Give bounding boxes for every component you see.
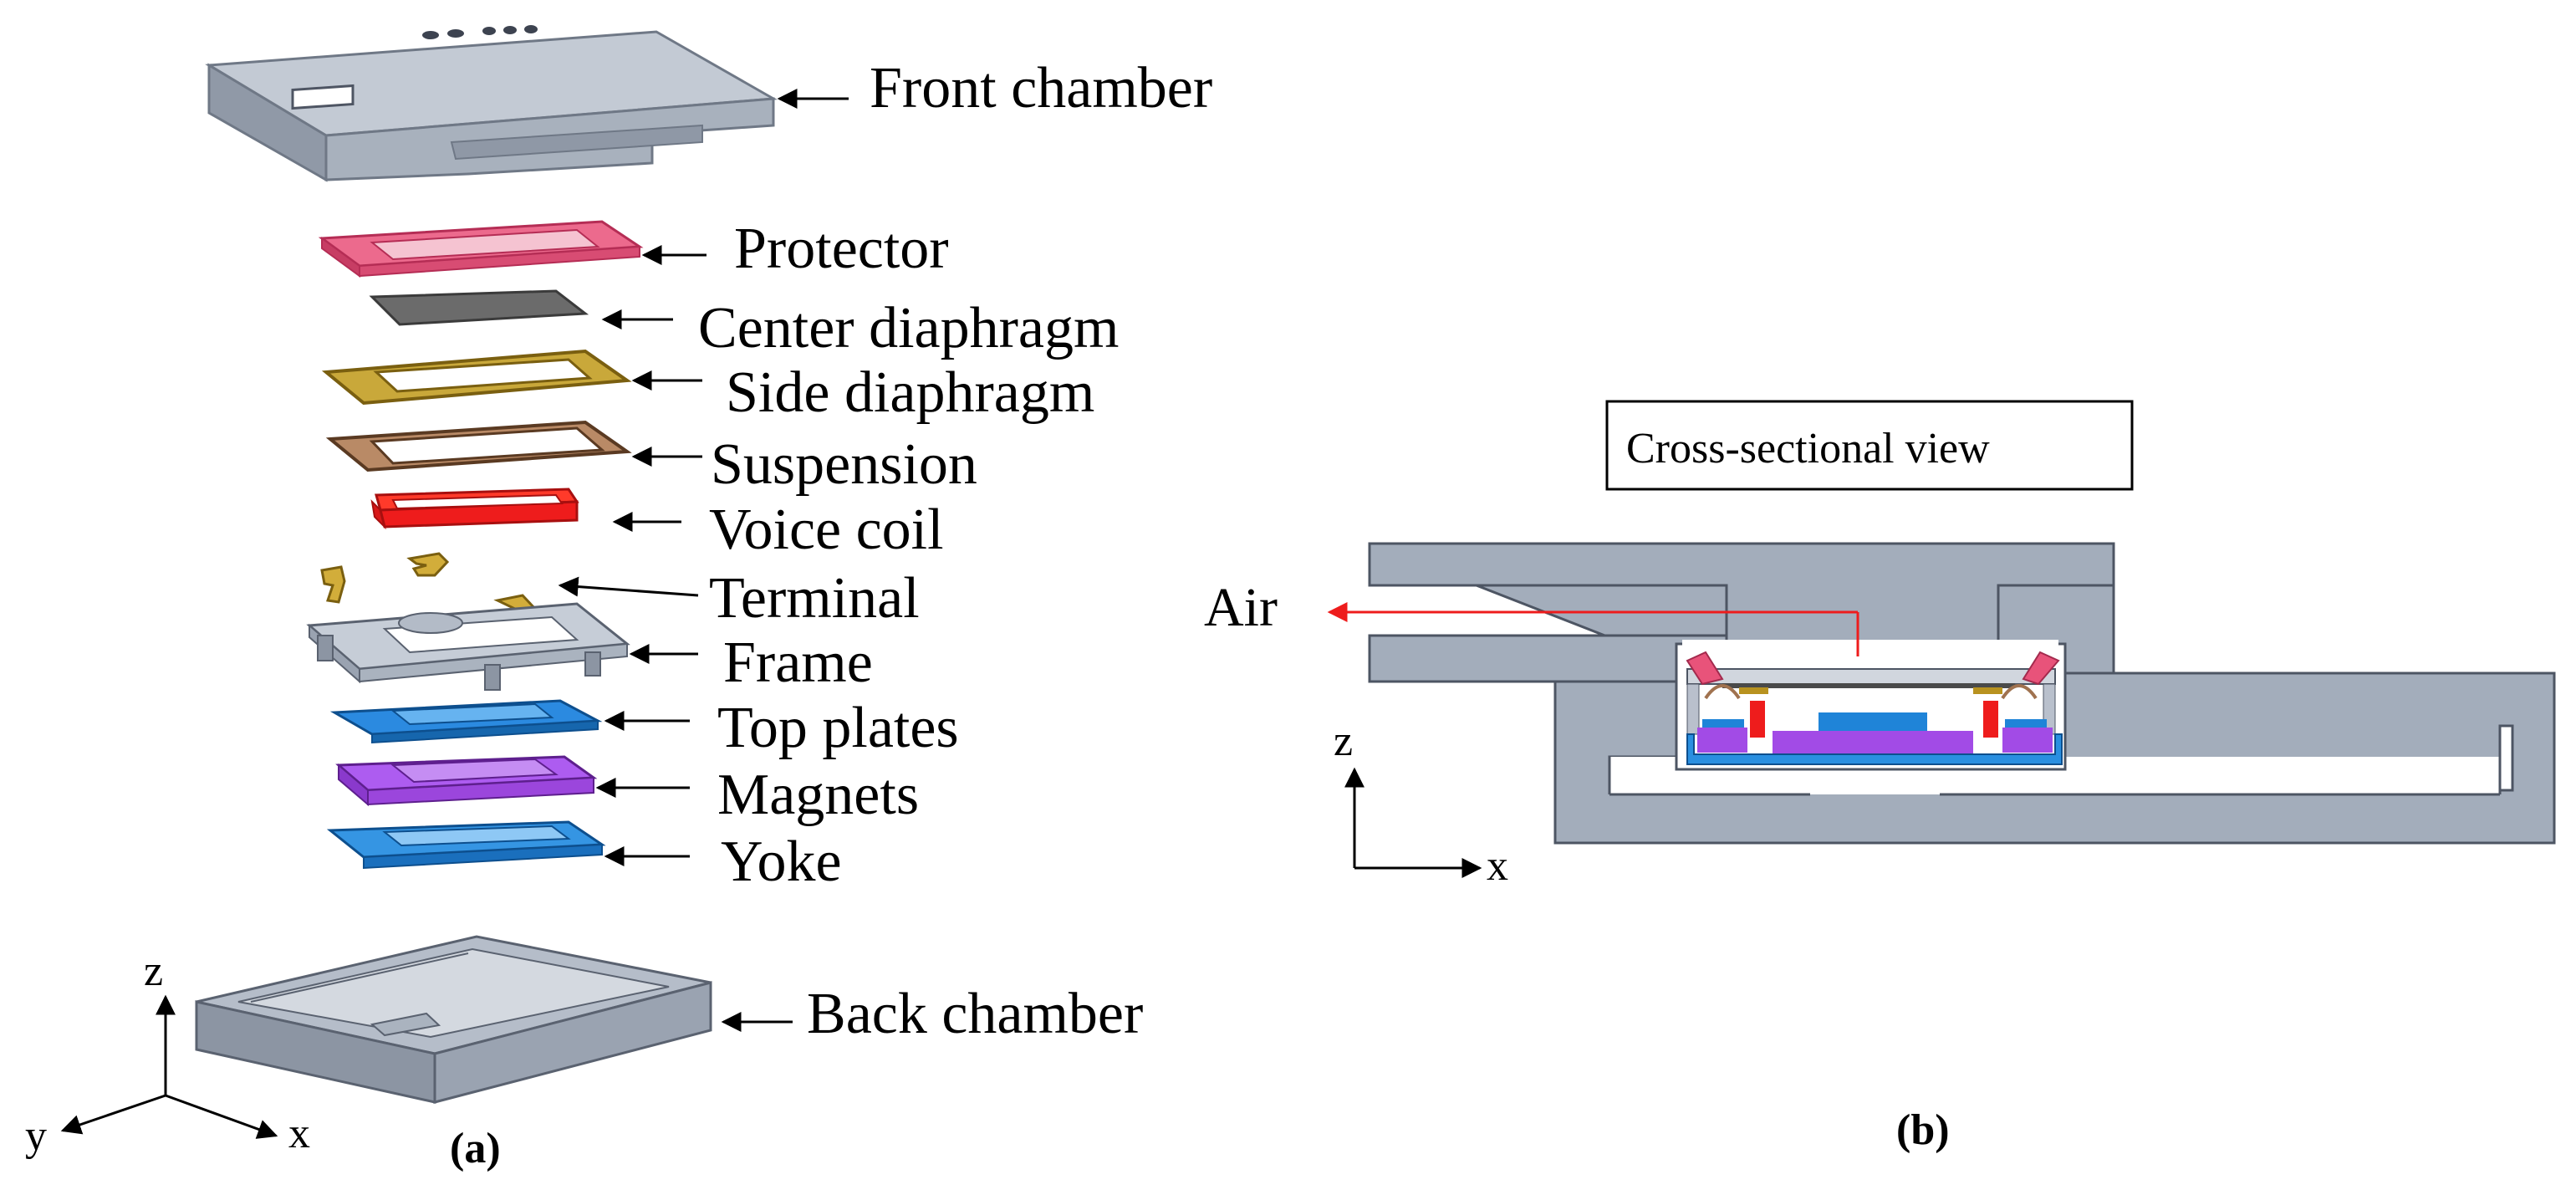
magnets-part bbox=[335, 755, 598, 807]
axis-x-3d bbox=[165, 1094, 278, 1139]
section-top-plate-right bbox=[2005, 719, 2047, 728]
label-front-chamber: Front chamber bbox=[870, 56, 1212, 120]
axis-z-2d-label: z bbox=[1334, 717, 1353, 765]
section-voice-coil-left bbox=[1750, 701, 1765, 738]
side-diaphragm-part bbox=[321, 349, 632, 406]
label-suspension: Suspension bbox=[711, 432, 977, 497]
top-plates-part bbox=[329, 699, 603, 744]
label-protector: Protector bbox=[734, 217, 949, 281]
label-center-diaphragm: Center diaphragm bbox=[698, 296, 1119, 360]
exploded-axes bbox=[60, 994, 278, 1139]
section-protector-left bbox=[1686, 651, 1724, 686]
section-top-plate-center bbox=[1819, 712, 1927, 731]
label-frame: Frame bbox=[723, 631, 873, 695]
section-magnet-right bbox=[2002, 728, 2053, 753]
axis-x-2d-label: x bbox=[1487, 842, 1508, 890]
axis-y-3d bbox=[60, 1094, 166, 1135]
label-magnets: Magnets bbox=[717, 763, 919, 827]
axis-x-3d-label: x bbox=[288, 1110, 310, 1157]
protector-part bbox=[318, 220, 644, 278]
label-terminal: Terminal bbox=[709, 566, 920, 631]
air-path bbox=[1327, 602, 1859, 656]
section-voice-coil-right bbox=[1983, 701, 1998, 738]
air-label: Air bbox=[1204, 577, 1278, 638]
section-suspension-left bbox=[1704, 684, 1741, 700]
yoke-part bbox=[326, 820, 606, 870]
section-frame-left-wall bbox=[1686, 683, 1700, 735]
leader-terminal bbox=[558, 576, 699, 597]
label-side-diaphragm: Side diaphragm bbox=[726, 360, 1094, 425]
back-chamber-part bbox=[195, 935, 712, 1104]
label-voice-coil: Voice coil bbox=[709, 498, 944, 562]
label-yoke: Yoke bbox=[721, 830, 842, 894]
section-side-diaphragm-left bbox=[1739, 687, 1768, 694]
exploded-view-panel: Front chamber Protector Center diaphragm… bbox=[25, 25, 1212, 1172]
cross-section-title: Cross-sectional view bbox=[1626, 425, 1990, 472]
exploded-leader-arrows bbox=[558, 89, 849, 1032]
section-yoke bbox=[1686, 733, 2063, 765]
panel-label-a: (a) bbox=[450, 1125, 501, 1172]
label-back-chamber: Back chamber bbox=[807, 982, 1143, 1046]
axis-y-3d-label: y bbox=[25, 1112, 47, 1160]
front-chamber-holes bbox=[422, 25, 538, 39]
section-magnet-center bbox=[1773, 731, 1973, 754]
label-top-plates: Top plates bbox=[717, 696, 959, 760]
speaker-unit-section bbox=[1686, 651, 2063, 765]
voice-coil-part bbox=[370, 488, 579, 530]
axis-z-3d-label: z bbox=[144, 947, 163, 995]
cross-section-panel: Cross-sectional view bbox=[1204, 400, 2556, 1154]
frame-part bbox=[306, 602, 630, 691]
section-suspension-right bbox=[2001, 684, 2038, 700]
center-diaphragm-part bbox=[369, 289, 589, 326]
front-chamber-part bbox=[205, 25, 778, 182]
exploded-part-labels: Front chamber Protector Center diaphragm… bbox=[698, 56, 1212, 1046]
section-top-plate-left bbox=[1702, 719, 1744, 728]
cross-section-axes bbox=[1344, 767, 1482, 878]
cross-section-title-box bbox=[1605, 400, 2134, 491]
section-frame-top bbox=[1686, 668, 2056, 685]
suspension-part bbox=[325, 420, 632, 472]
section-magnet-left bbox=[1697, 728, 1747, 753]
section-protector-right bbox=[2022, 651, 2060, 686]
section-side-diaphragm-right bbox=[1973, 687, 2002, 694]
panel-label-b: (b) bbox=[1896, 1106, 1950, 1154]
